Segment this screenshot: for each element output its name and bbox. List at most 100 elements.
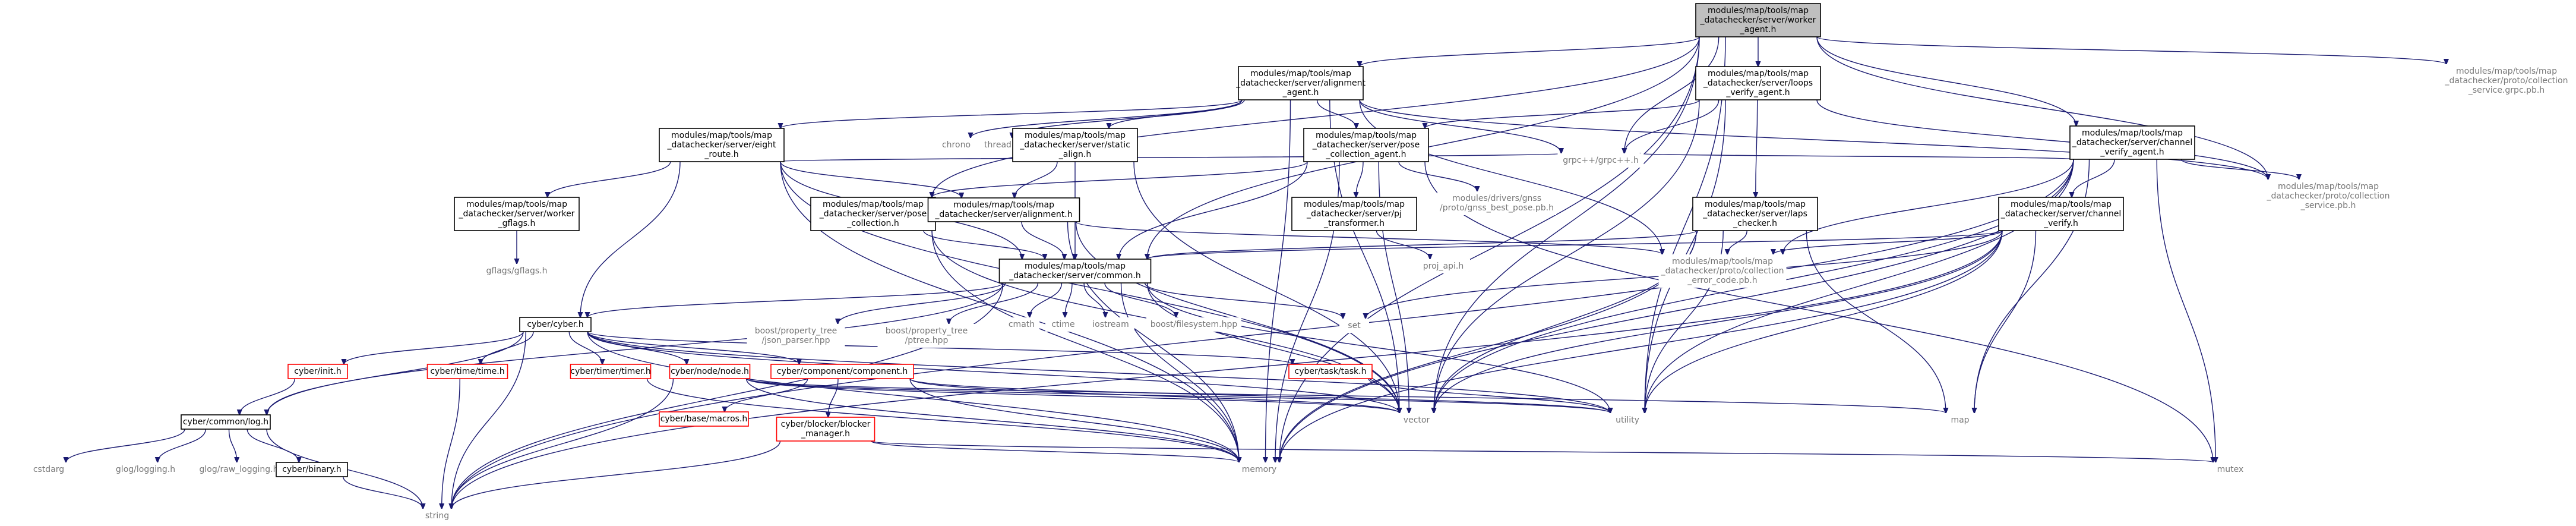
node-box [1695, 66, 1821, 100]
node-label: _datachecker/server/alignment.h [934, 210, 1072, 219]
node-label: modules/map/tools/map [1705, 200, 1806, 209]
node-node[interactable]: cyber/node/node.h [669, 364, 751, 379]
node-label: iostream [1092, 320, 1129, 329]
node-gnss-best-pose: modules/drivers/gnss/proto/gnss_best_pos… [1437, 191, 1556, 215]
node-label: utility [1616, 415, 1639, 425]
edge-cyber-cyber-to-log [267, 331, 524, 415]
node-label: _agent.h [1282, 88, 1319, 97]
node-box [776, 417, 875, 442]
node-pose-collection-agent[interactable]: modules/map/tools/map_datachecker/server… [1303, 128, 1429, 162]
edge-channel-verify-to-vector [1434, 230, 2003, 413]
edge-common-to-cyber-cyber [587, 282, 1004, 317]
node-pj-transformer[interactable]: modules/map/tools/map_datachecker/server… [1291, 197, 1417, 231]
node-label: _service.pb.h [2300, 201, 2356, 210]
node-label: modules/map/tools/map [1672, 257, 1773, 266]
node-log[interactable]: cyber/common/log.h [181, 414, 271, 430]
node-label: modules/drivers/gnss [1452, 194, 1541, 203]
node-box [659, 411, 749, 427]
node-label: _datachecker/proto/collection [2445, 76, 2568, 86]
edge-cyber-cyber-to-memory [587, 331, 1239, 462]
node-chrono: chrono [938, 138, 974, 152]
edge-root-to-channel-verify-agent [1816, 36, 2076, 126]
node-collection-error-code: modules/map/tools/map_datachecker/proto/… [1658, 254, 1787, 288]
node-box [1291, 197, 1417, 231]
node-filesystem: boost/filesystem.hpp [1146, 317, 1241, 332]
node-iostream: iostream [1087, 317, 1134, 332]
node-eight-route[interactable]: modules/map/tools/map_datachecker/server… [659, 128, 785, 162]
node-alignment-agent[interactable]: modules/map/tools/map_datachecker/server… [1235, 66, 1366, 100]
node-json-parser: boost/property_tree/json_parser.hpp [747, 324, 845, 348]
edge-eight-route-to-alignment [780, 161, 962, 198]
node-pose-collection[interactable]: modules/map/tools/map_datachecker/server… [810, 197, 936, 231]
node-cyber-cyber[interactable]: cyber/cyber.h [519, 317, 592, 332]
node-label: _transformer.h [1323, 219, 1385, 228]
node-time[interactable]: cyber/time/time.h [426, 364, 508, 379]
edge-alignment-to-common [1021, 221, 1064, 259]
node-label: modules/map/tools/map [671, 131, 772, 140]
node-task[interactable]: cyber/task/task.h [1288, 364, 1373, 379]
node-label: cyber/base/macros.h [660, 414, 748, 424]
node-label: _checker.h [1733, 219, 1777, 228]
node-label: modules/map/tools/map [1025, 262, 1126, 271]
node-label: _collection.h [846, 219, 899, 228]
edge-node-to-string [451, 378, 674, 509]
node-root[interactable]: modules/map/tools/map_datachecker/server… [1695, 3, 1821, 37]
node-channel-verify[interactable]: modules/map/tools/map_datachecker/server… [1998, 197, 2124, 231]
edge-laps-checker-to-common [1148, 230, 1697, 259]
node-box [426, 364, 508, 379]
node-alignment[interactable]: modules/map/tools/map_datachecker/server… [927, 197, 1080, 222]
node-label: thread [984, 140, 1012, 150]
node-label: mutex [2217, 465, 2244, 474]
edge-pose-collection-agent-to-mutex [1424, 161, 2213, 462]
edge-eight-route-to-grpcpp [780, 153, 1562, 162]
edge-log-to-glog-raw-logging [228, 429, 237, 462]
node-timer[interactable]: cyber/timer/timer.h [570, 364, 652, 379]
edge-cyber-cyber-to-utility [587, 331, 1610, 413]
node-channel-verify-agent[interactable]: modules/map/tools/map_datachecker/server… [2069, 125, 2195, 160]
node-box [2210, 462, 2251, 477]
node-label: grpc++/grpc++.h [1563, 156, 1638, 165]
edge-loops-verify-to-grpcpp [1624, 99, 1720, 153]
edge-root-to-collection-service-grpc [1816, 36, 2447, 64]
node-label: /proto/gnss_best_pose.pb.h [1440, 203, 1554, 213]
node-cstdarg: cstdarg [28, 462, 69, 477]
node-component[interactable]: cyber/component/component.h [770, 364, 914, 379]
node-blocker-manager[interactable]: cyber/blocker/blocker_manager.h [776, 417, 875, 442]
node-box [938, 138, 974, 152]
dependency-edges [66, 36, 2447, 509]
edge-node-to-map [745, 378, 1946, 413]
node-label: glog/logging.h [116, 465, 175, 474]
edge-cyber-cyber-to-init [344, 331, 524, 364]
node-laps-checker[interactable]: modules/map/tools/map_datachecker/server… [1692, 197, 1818, 231]
edge-pose-collection-to-memory [931, 230, 1239, 462]
edge-channel-verify-to-common [1148, 230, 2003, 259]
edge-alignment-agent-to-static-align [1109, 99, 1245, 128]
node-label: _datachecker/server/worker [459, 209, 575, 219]
node-label: modules/map/tools/map [953, 200, 1054, 210]
edge-eight-route-to-cyber-cyber [580, 161, 681, 317]
node-collection-service-grpc: modules/map/tools/map_datachecker/proto/… [2442, 64, 2571, 97]
edge-pose-collection-to-common [923, 230, 1045, 259]
edge-alignment-agent-to-grpcpp [1359, 99, 1562, 153]
node-box [810, 197, 936, 231]
node-label: _datachecker/server/worker [1700, 15, 1816, 25]
node-loops-verify[interactable]: modules/map/tools/map_datachecker/server… [1695, 66, 1821, 100]
edge-component-to-blocker-manager [828, 378, 839, 417]
node-label: string [425, 511, 449, 521]
node-grpcpp: grpc++/grpc++.h [1557, 153, 1644, 168]
node-box [419, 509, 455, 523]
node-static-align[interactable]: modules/map/tools/map_datachecker/server… [1012, 128, 1138, 162]
node-init[interactable]: cyber/init.h [287, 364, 348, 379]
edge-component-to-vector [909, 378, 1399, 413]
node-ctime: ctime [1045, 317, 1081, 332]
node-macros[interactable]: cyber/base/macros.h [659, 411, 749, 427]
node-worker-gflags[interactable]: modules/map/tools/map_datachecker/server… [454, 197, 580, 231]
node-label: _error_code.pb.h [1687, 276, 1757, 285]
edge-component-to-macros [725, 378, 808, 412]
node-binary[interactable]: cyber/binary.h [276, 462, 348, 477]
node-common[interactable]: modules/map/tools/map_datachecker/server… [998, 259, 1152, 284]
node-label: _verify.h [2043, 219, 2078, 228]
node-label: ctime [1051, 320, 1074, 329]
node-mutex: mutex [2210, 462, 2251, 477]
edge-laps-checker-to-collection-error-code [1727, 230, 1747, 254]
